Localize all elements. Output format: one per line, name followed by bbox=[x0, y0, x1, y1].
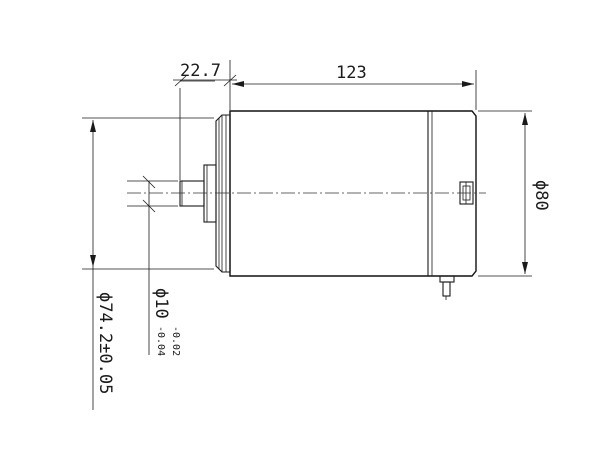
dim-label-flange-length: 22.7 bbox=[180, 61, 221, 81]
front-flange bbox=[215, 114, 231, 273]
dim-flange-diameter: ϕ74.2±0.05 bbox=[82, 117, 214, 410]
dim-shaft-diameter: ϕ10 -0.02 -0.04 bbox=[127, 175, 181, 356]
motor-body bbox=[229, 110, 477, 277]
dim-label-flange-diameter: ϕ74.2±0.05 bbox=[95, 292, 115, 394]
dim-body-diameter: ϕ80 bbox=[478, 110, 551, 277]
dim-label-shaft-tol-lower: -0.04 bbox=[155, 326, 166, 356]
dim-body-length: 123 bbox=[232, 63, 477, 110]
bottom-terminal bbox=[439, 275, 455, 300]
dim-label-shaft-tol-upper: -0.02 bbox=[170, 326, 181, 356]
dim-label-body-diameter: ϕ80 bbox=[531, 180, 551, 211]
dim-flange-length: 22.7 bbox=[173, 60, 237, 180]
dim-label-shaft-diameter: ϕ10 bbox=[151, 288, 171, 319]
dim-label-body-length: 123 bbox=[336, 63, 367, 83]
output-shaft bbox=[179, 180, 205, 207]
front-hub bbox=[203, 164, 217, 223]
